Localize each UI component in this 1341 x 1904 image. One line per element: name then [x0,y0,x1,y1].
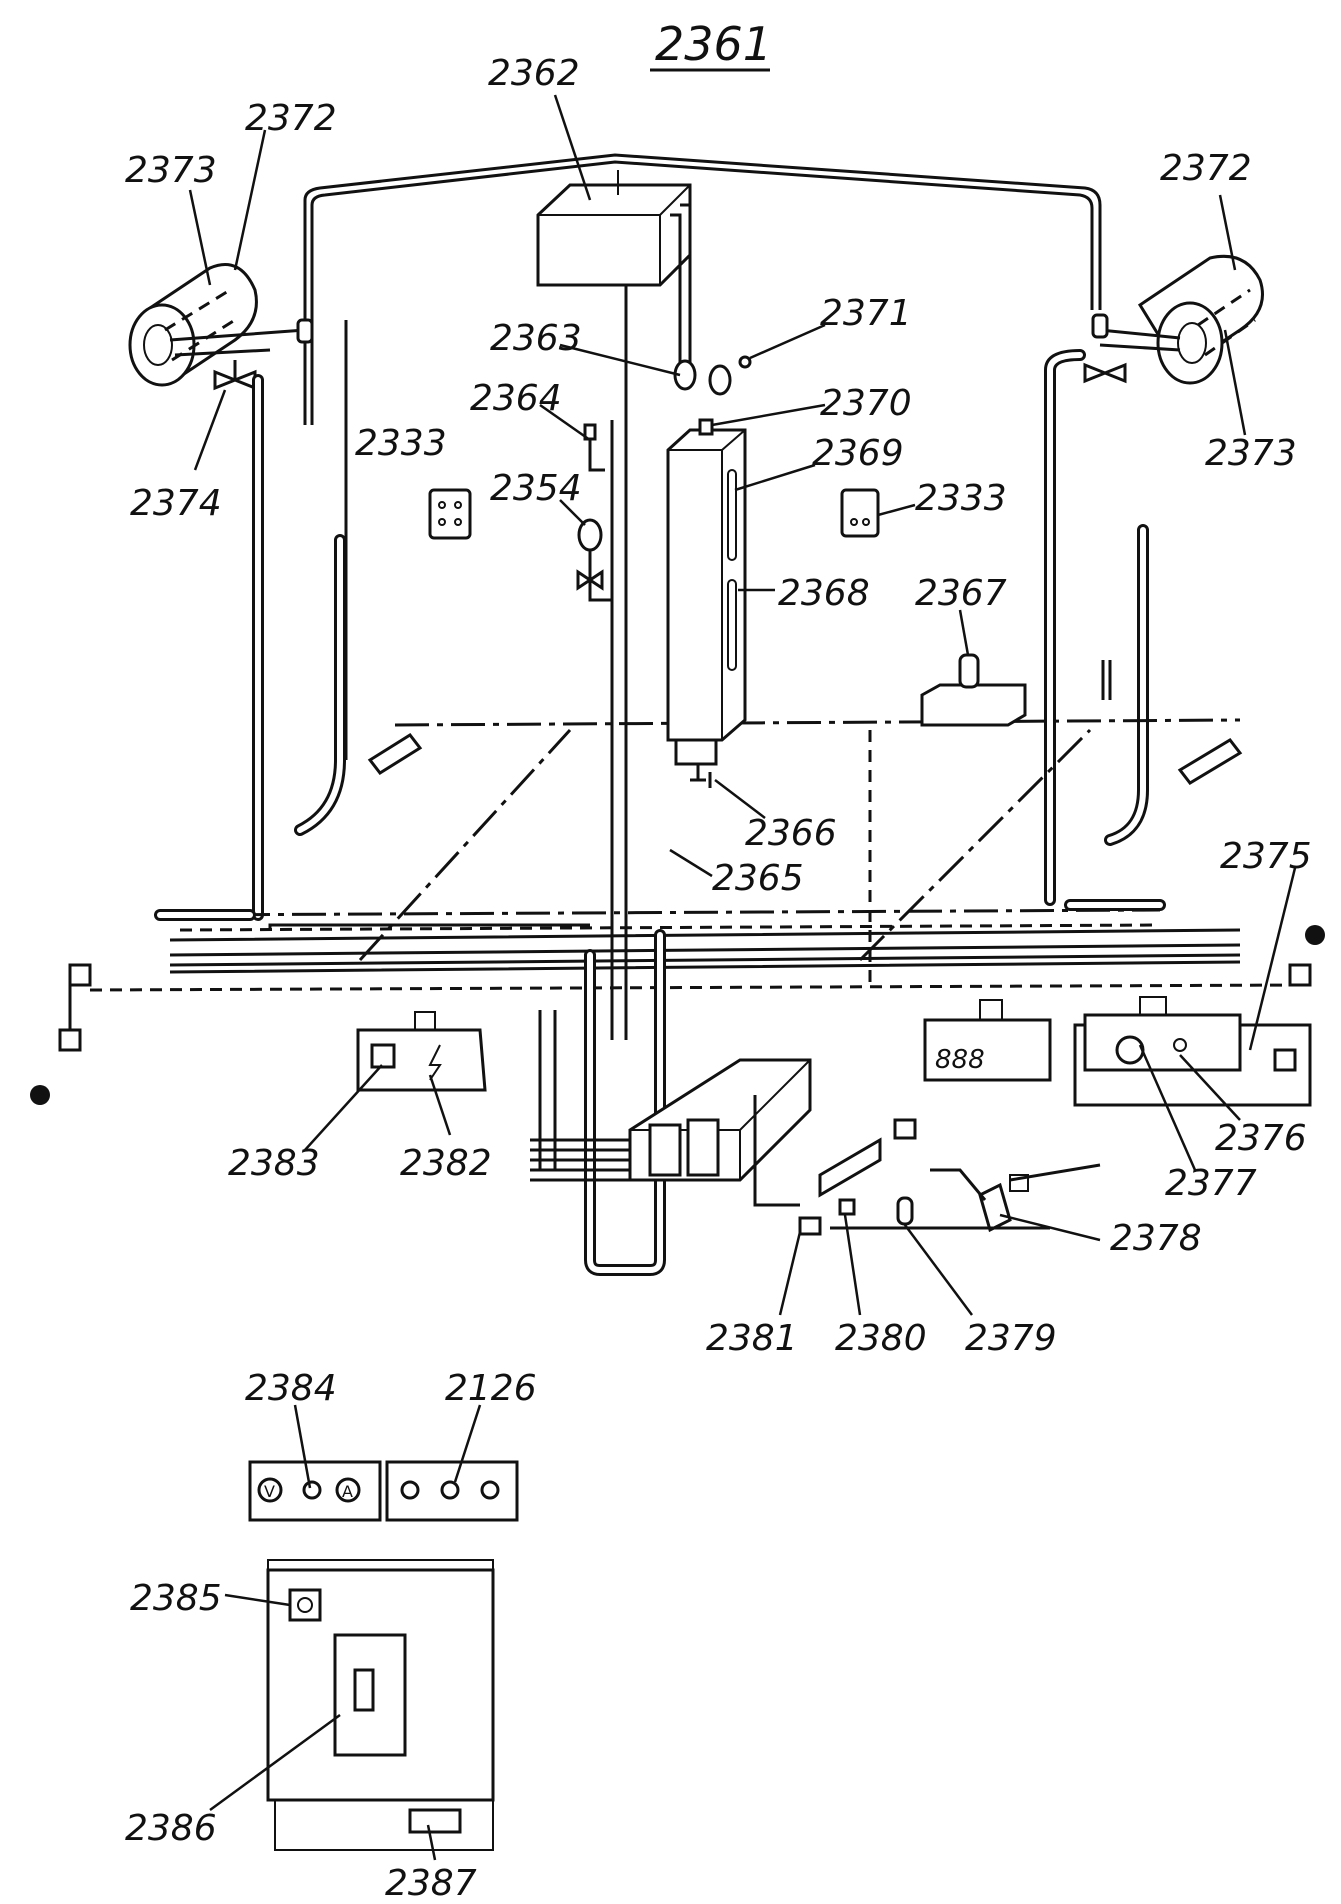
central-unit-2362 [536,170,692,287]
upper-duct-lines [303,153,1102,425]
switch-panel-2382 [356,1011,487,1092]
label-2362: 2362 [488,53,580,94]
label-2381: 2381 [706,1318,798,1359]
label-2126: 2126 [445,1368,537,1409]
figure-number: 2361 [655,17,772,71]
label-2384: 2384 [245,1368,337,1409]
label-2373-left: 2373 [125,150,217,191]
tank-2368 [666,418,747,788]
gauge-2354 [576,518,612,602]
left-valve-2374 [213,360,257,391]
label-2373-right: 2373 [1205,433,1297,474]
label-2371: 2371 [820,293,912,334]
inline-heater-right [1177,738,1243,785]
label-2374: 2374 [130,483,222,524]
label-2363: 2363 [490,318,582,359]
label-2375: 2375 [1220,836,1312,877]
label-2368: 2368 [778,573,870,614]
inline-heater-left [367,733,423,775]
label-2383: 2383 [228,1143,320,1184]
label-2386: 2386 [125,1808,217,1849]
meter-panel-2126 [385,1460,519,1522]
label-2376: 2376 [1215,1118,1307,1159]
wall-outlet-2333-right [840,488,880,538]
figure-title: 2361 [650,17,772,72]
volt-symbol: V [264,1482,275,1501]
label-2366: 2366 [745,813,837,854]
label-2380: 2380 [835,1318,927,1359]
label-2387: 2387 [385,1863,477,1904]
label-2333-left: 2333 [355,423,447,464]
leader-lines [188,94,1297,1861]
valve-2364 [583,423,605,472]
lower-loop-pipes [530,929,680,1276]
distribution-lines [89,718,1301,992]
switch-panel-middle: 888 [923,999,1052,1082]
left-side-socket [30,963,92,1105]
meter-panel-2384: V A [248,1460,382,1522]
right-side-socket [1273,925,1325,1072]
label-2367: 2367 [915,573,1007,614]
label-2364: 2364 [470,378,562,419]
left-heater-drum [128,263,314,387]
label-2333-right: 2333 [915,478,1007,519]
central-column-pipes [610,203,692,1040]
label-2370: 2370 [820,383,912,424]
panel-glyphs: 888 [935,1045,985,1075]
control-cabinet [628,1058,812,1182]
cabinet-2386 [266,1559,495,1851]
label-2379: 2379 [965,1318,1057,1359]
label-2385: 2385 [130,1578,222,1619]
amp-symbol: A [342,1482,353,1501]
right-heater-drum [1083,254,1264,385]
unit-2367 [920,653,1027,727]
label-2354: 2354 [490,468,582,509]
right-riser-pipes [1044,349,1149,906]
label-2378: 2378 [1110,1218,1202,1259]
lower-right-equipment [753,1095,1101,1236]
label-2365: 2365 [712,858,804,899]
label-2377: 2377 [1165,1163,1257,1204]
reference-labels: 2362 2372 2373 2374 2333 2363 2364 2354 … [125,53,1312,1904]
label-2369: 2369 [812,433,904,474]
switch-panel-2375 [1073,996,1312,1107]
gauges-2363-2371 [673,355,752,396]
wall-outlet-2333-left [428,488,472,540]
label-2382: 2382 [400,1143,492,1184]
label-2372-left: 2372 [245,98,337,139]
label-2372-right: 2372 [1160,148,1252,189]
